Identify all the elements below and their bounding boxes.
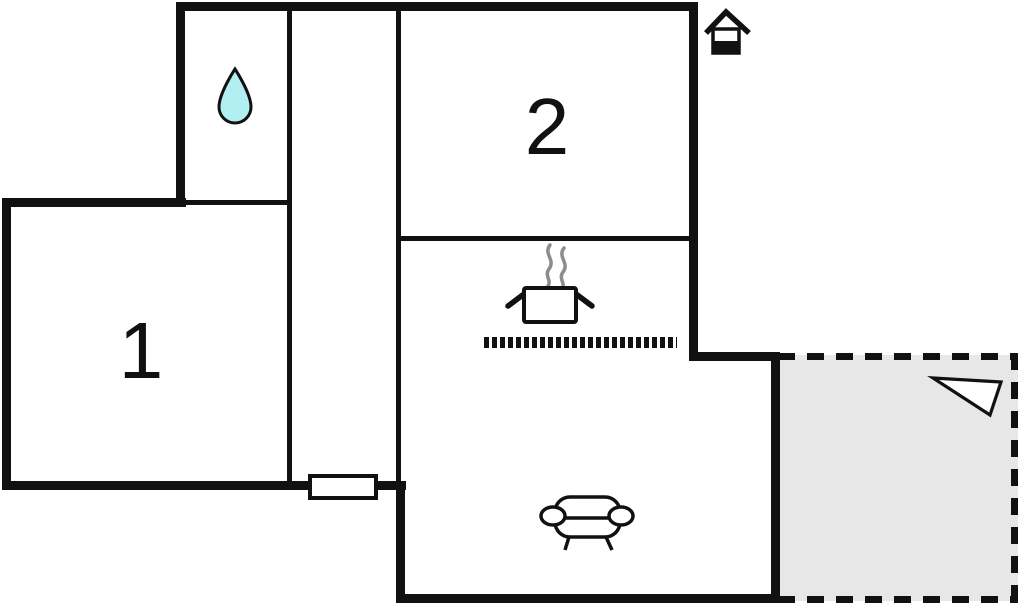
exterior-wall-room1-left xyxy=(2,198,11,490)
house-entrance-icon xyxy=(704,8,751,55)
exterior-wall-kitchen-extension-top xyxy=(689,352,780,361)
room-1-label: 1 xyxy=(118,306,164,395)
exterior-wall-top xyxy=(176,2,698,11)
sofa-icon xyxy=(539,495,635,551)
room-2-label: 2 xyxy=(524,82,570,171)
interior-wall-corridor-right xyxy=(396,8,401,486)
exterior-wall-room1-top xyxy=(2,198,186,207)
exterior-wall-right-upper xyxy=(689,2,698,361)
steam-line xyxy=(545,243,553,288)
terrace-dashed-border-bottom xyxy=(778,596,1018,603)
kitchen-counter-dotted-line xyxy=(484,337,677,348)
exterior-wall-door-right xyxy=(373,481,406,490)
steam-line xyxy=(559,246,567,291)
interior-wall-room2-bottom xyxy=(399,236,692,241)
exterior-wall-bottom xyxy=(396,594,780,603)
exterior-wall-terrace-left xyxy=(771,352,780,603)
exterior-wall-livingroom-left xyxy=(396,481,405,603)
exterior-wall-left-upper xyxy=(176,2,185,207)
door-symbol xyxy=(308,474,378,500)
interior-wall-bathroom-bottom xyxy=(183,200,291,205)
cooking-pot-steam-icon xyxy=(505,243,595,324)
water-drop-icon xyxy=(217,66,253,125)
exterior-wall-room1-bottom xyxy=(2,481,313,490)
terrace-dashed-border-top xyxy=(778,353,1018,360)
interior-wall-room1-right xyxy=(287,8,292,486)
terrace-dashed-border-right xyxy=(1011,353,1018,603)
north-arrow-icon xyxy=(927,376,1004,418)
